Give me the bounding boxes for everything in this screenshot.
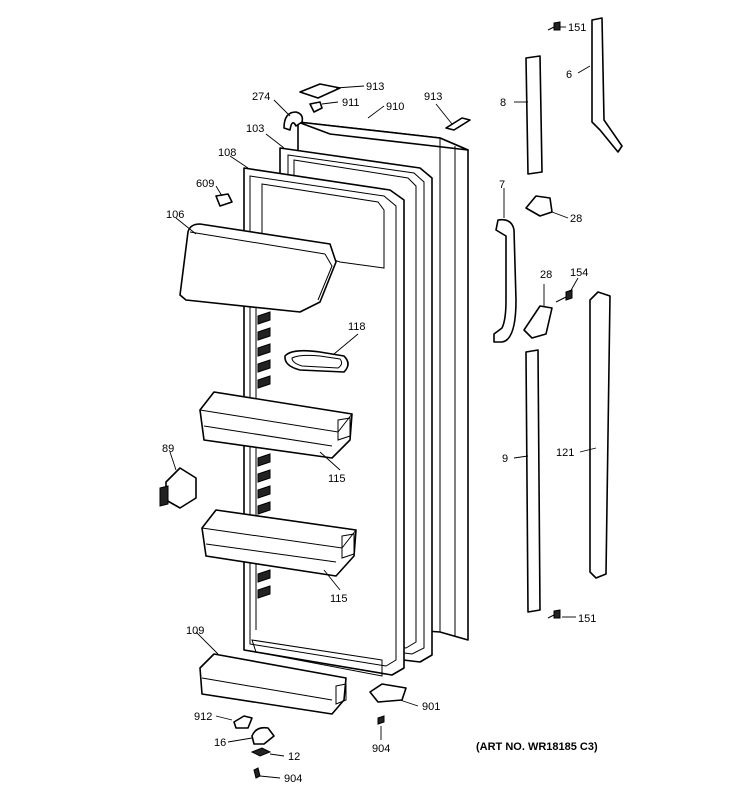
screw-151-top xyxy=(547,21,561,31)
top-hinge-parts xyxy=(283,83,471,131)
callout-12: 12 xyxy=(288,751,300,763)
door-hardware xyxy=(493,17,623,619)
callout-121: 121 xyxy=(556,447,574,459)
callout-16: 16 xyxy=(214,737,226,749)
shelf-supports xyxy=(257,311,271,599)
callout-9: 9 xyxy=(502,453,508,465)
callout-154: 154 xyxy=(570,267,588,279)
screw-154 xyxy=(555,289,573,303)
callout-118: 118 xyxy=(348,321,366,333)
callout-912: 912 xyxy=(194,711,212,723)
callout-911: 911 xyxy=(342,97,360,109)
callout-901: 901 xyxy=(422,701,440,713)
callout-28-mid: 28 xyxy=(540,269,552,281)
callout-274: 274 xyxy=(252,91,270,103)
callout-108: 108 xyxy=(218,147,236,159)
leader-lines xyxy=(169,26,597,779)
shelf-end-cap xyxy=(159,467,197,509)
dairy-compartment-door xyxy=(179,223,337,313)
callout-904-right: 904 xyxy=(372,743,390,755)
callout-913-top: 913 xyxy=(366,81,384,93)
callout-7: 7 xyxy=(499,179,505,191)
callout-6: 6 xyxy=(566,69,572,81)
callout-106: 106 xyxy=(166,209,184,221)
callout-913-right: 913 xyxy=(424,91,442,103)
callout-904-bottom: 904 xyxy=(284,773,302,785)
callout-151-bottom: 151 xyxy=(578,613,596,625)
callout-28-top: 28 xyxy=(570,213,582,225)
callout-115-upper: 115 xyxy=(328,473,346,485)
callout-8: 8 xyxy=(500,97,506,109)
callout-labels: 151 6 913 274 911 910 913 8 103 108 609 … xyxy=(162,22,596,785)
callout-151-top: 151 xyxy=(568,22,586,34)
callout-103: 103 xyxy=(246,123,264,135)
screw-151-bottom xyxy=(547,609,561,619)
callout-609: 609 xyxy=(196,178,214,190)
callout-109: 109 xyxy=(186,625,204,637)
callout-115-lower: 115 xyxy=(330,593,348,605)
art-number-caption: (ART NO. WR18185 C3) xyxy=(476,741,598,753)
bottom-door-bin xyxy=(199,653,347,715)
egg-tray xyxy=(284,349,349,373)
callout-89: 89 xyxy=(162,443,174,455)
door-bin-lower xyxy=(201,509,357,577)
door-bin-upper xyxy=(199,391,353,459)
callout-910: 910 xyxy=(386,101,404,113)
dairy-hinge-part xyxy=(215,193,233,207)
bottom-small-parts xyxy=(233,683,407,779)
